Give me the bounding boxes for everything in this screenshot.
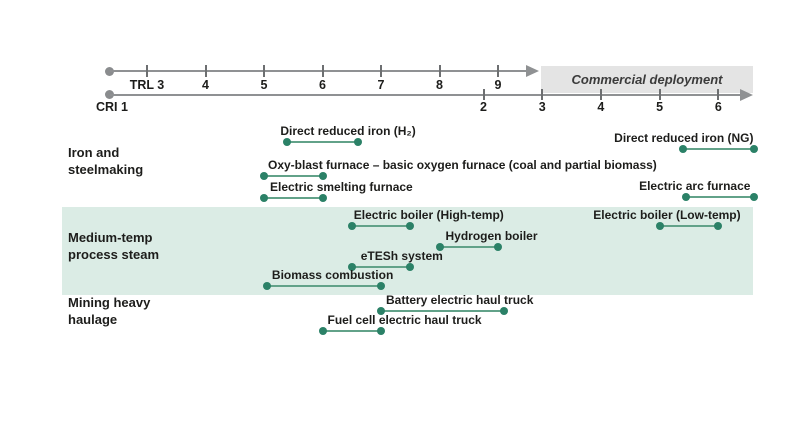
cri-tick: [658, 89, 661, 100]
trl-tick-label: 8: [436, 78, 443, 92]
commercial-deployment-label: Commercial deployment: [571, 72, 723, 87]
trl-tick: [380, 65, 382, 77]
tech-range-bar: [439, 245, 498, 249]
cri-tick: [482, 89, 485, 100]
trl-tick: [438, 65, 441, 77]
range-endpoint-dot: [406, 222, 415, 230]
tech-label: eTESh system: [360, 249, 443, 263]
trl-axis-origin-dot: [105, 66, 114, 76]
cri-tick-label: 4: [597, 100, 605, 114]
trl-tick: [263, 65, 265, 77]
range-endpoint-dot: [435, 243, 444, 251]
cri-tick-label: 5: [656, 100, 664, 114]
tech-label: Direct reduced iron (H₂): [280, 124, 416, 138]
tech-range-bar: [287, 140, 358, 144]
medium-temp-highlight-band: [62, 207, 753, 295]
tech-label: Electric boiler (Low-temp): [593, 208, 741, 222]
commercial-deployment-box: Commercial deployment: [541, 66, 753, 93]
range-endpoint-dot: [318, 172, 327, 180]
range-endpoint-dot: [655, 222, 664, 230]
tech-label: Hydrogen boiler: [445, 229, 538, 243]
trl-tick-label: 4: [202, 78, 209, 92]
tech-label: Fuel cell electric haul truck: [327, 313, 482, 327]
tech-range-bar: [351, 224, 411, 228]
range-endpoint-dot: [283, 138, 292, 146]
tech-range-bar: [264, 174, 323, 178]
tech-label: Direct reduced iron (NG): [614, 131, 754, 145]
tech-label: Battery electric haul truck: [386, 293, 534, 307]
tech-range-bar: [659, 224, 719, 228]
group-label: Medium-temp process steam: [68, 230, 160, 262]
tech-label: Electric boiler (High-temp): [353, 208, 504, 222]
tech-range-bar: [264, 196, 323, 200]
tech-range-bar: [322, 329, 381, 333]
range-endpoint-dot: [499, 307, 508, 315]
range-endpoint-dot: [377, 307, 385, 315]
range-endpoint-dot: [262, 282, 271, 290]
cri-tick: [717, 89, 720, 100]
range-endpoint-dot: [679, 145, 688, 153]
tech-label: Oxy-blast furnace – basic oxygen furnace…: [268, 158, 657, 172]
trl-tick-label: 7: [377, 78, 385, 92]
cri-axis-origin-dot: [105, 90, 114, 99]
trl-tick-label: 6: [319, 78, 326, 92]
cri-tick-label: 2: [480, 100, 487, 114]
range-endpoint-dot: [406, 263, 415, 271]
group-label: Mining heavy haulage: [68, 295, 151, 327]
cri-origin-label: CRI 1: [96, 100, 128, 114]
tech-range-bar: [266, 284, 381, 288]
group-label: Iron and steelmaking: [68, 145, 144, 177]
range-endpoint-dot: [260, 172, 268, 180]
range-endpoint-dot: [749, 193, 758, 201]
trl-tick: [321, 65, 324, 77]
range-endpoint-dot: [353, 138, 362, 146]
tech-range-bar: [683, 147, 754, 151]
tech-label: Electric arc furnace: [639, 179, 751, 193]
tech-label: Electric smelting furnace: [270, 180, 413, 194]
range-endpoint-dot: [318, 327, 327, 335]
cri-tick: [599, 89, 602, 100]
tech-label: Biomass combustion: [271, 268, 394, 282]
cri-axis-line: [110, 93, 740, 96]
range-endpoint-dot: [749, 145, 758, 153]
trl-tick: [146, 65, 148, 77]
tech-range-bar: [381, 309, 504, 313]
trl-tick-label: 5: [260, 78, 268, 92]
cri-tick-label: 3: [538, 100, 546, 114]
range-endpoint-dot: [347, 222, 356, 230]
range-endpoint-dot: [318, 194, 327, 202]
trl-tick-label: 9: [494, 78, 502, 92]
range-endpoint-dot: [682, 193, 690, 201]
trl-axis-line: [110, 70, 526, 72]
range-endpoint-dot: [377, 327, 385, 335]
tech-range-bar: [686, 195, 754, 199]
range-endpoint-dot: [377, 282, 385, 290]
cri-tick-label: 6: [714, 100, 722, 114]
cri-axis-arrowhead: [740, 88, 753, 101]
range-endpoint-dot: [260, 194, 268, 202]
tech-range-bar: [351, 265, 411, 269]
cri-tick: [541, 89, 544, 100]
trl-tick-label: TRL 3: [129, 78, 165, 92]
range-endpoint-dot: [714, 222, 723, 230]
range-endpoint-dot: [494, 243, 502, 251]
range-endpoint-dot: [347, 263, 356, 271]
trl-tick: [497, 65, 499, 77]
trl-tick: [204, 65, 207, 77]
trl-axis-arrowhead: [526, 65, 539, 77]
